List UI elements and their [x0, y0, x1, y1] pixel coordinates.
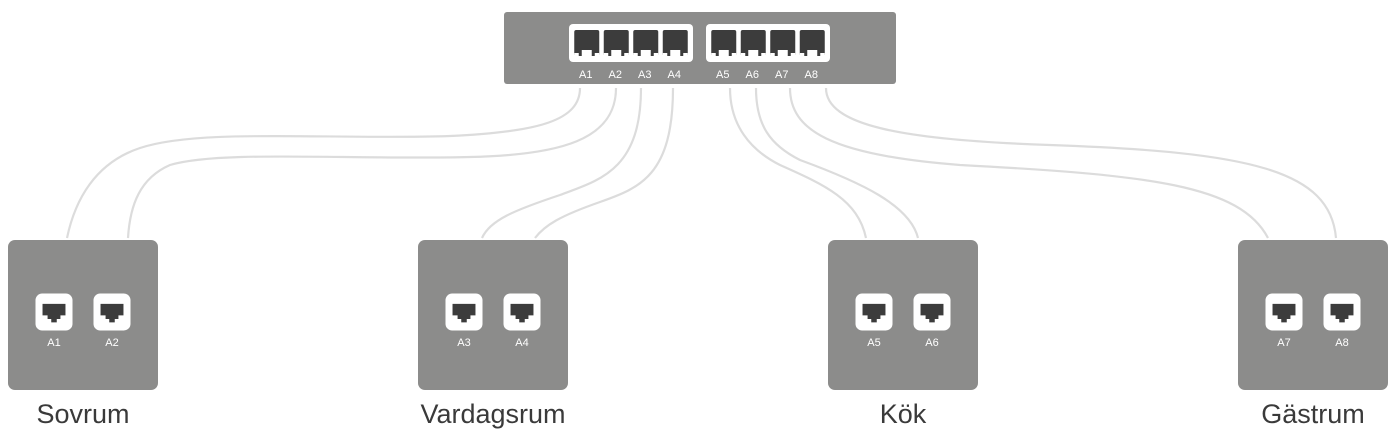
port-notch	[718, 50, 729, 56]
switch-port-a8	[799, 30, 825, 56]
switch-port-label: A6	[746, 69, 759, 81]
ethernet-port-icon	[770, 30, 796, 56]
switch-port-a3	[633, 30, 659, 56]
ethernet-port-icon	[445, 293, 483, 331]
port-notch	[624, 53, 629, 56]
port-notch	[662, 53, 668, 56]
switch-port-a2	[603, 30, 629, 56]
cable-a7	[788, 87, 1269, 239]
wall-outlet-plate	[1238, 240, 1388, 390]
port-notch	[770, 53, 775, 56]
port-group-frame	[569, 24, 693, 62]
port-notch	[711, 53, 716, 56]
ethernet-port-icon	[740, 30, 766, 56]
port-notch	[799, 53, 805, 56]
port-notch	[574, 53, 579, 56]
port-notch	[748, 50, 759, 56]
ethernet-port-icon	[1265, 293, 1303, 331]
switch-port-a1	[574, 30, 600, 56]
cable-a8	[824, 87, 1338, 239]
port-notch	[820, 53, 825, 56]
ethernet-port-icon	[503, 293, 541, 331]
port-notch	[581, 50, 592, 56]
ethernet-port-icon	[711, 30, 737, 56]
cables	[65, 87, 1338, 239]
switch-port-a7	[770, 30, 796, 56]
switch-port-label: A7	[775, 69, 788, 81]
outlet-port-label: A6	[925, 337, 938, 349]
room-label: Kök	[880, 399, 927, 429]
cable-a1	[65, 87, 582, 239]
switch-port-group	[706, 24, 830, 62]
port-notch	[611, 50, 622, 56]
switch-port-label: A3	[638, 69, 651, 81]
port-notch	[670, 50, 681, 56]
switch-port-label: A2	[609, 69, 622, 81]
switch-port-label: A1	[579, 69, 592, 81]
ethernet-port-icon	[662, 30, 688, 56]
cable-a6	[754, 87, 920, 239]
port-notch	[683, 53, 688, 56]
switch-port-groups: A1 A2 A3 A4 A5 A6 A7 A8	[569, 24, 830, 81]
ethernet-port-icon	[603, 30, 629, 56]
switch-port-a4	[662, 30, 688, 56]
port-notch	[603, 53, 609, 56]
outlet-port-label: A5	[867, 337, 880, 349]
port-notch	[740, 53, 746, 56]
switch-port-label: A8	[805, 69, 818, 81]
outlet-port-label: A8	[1335, 337, 1348, 349]
wall-outlet-plate	[828, 240, 978, 390]
port-notch	[594, 53, 600, 56]
port-notch	[790, 53, 796, 56]
switch-port-a6	[740, 30, 766, 56]
port-group-frame	[706, 24, 830, 62]
outlet-port-label: A3	[457, 337, 470, 349]
network-switch: A1 A2 A3 A4 A5 A6 A7 A8	[504, 12, 896, 84]
ethernet-port-icon	[1323, 293, 1361, 331]
ethernet-port-icon	[799, 30, 825, 56]
ethernet-port-icon	[913, 293, 951, 331]
ethernet-port-icon	[35, 293, 73, 331]
outlet-port-label: A7	[1277, 337, 1290, 349]
outlet-port-label: A1	[47, 337, 60, 349]
port-notch	[653, 53, 659, 56]
ethernet-port-icon	[855, 293, 893, 331]
room-label: Vardagsrum	[420, 399, 565, 429]
switch-port-a5	[711, 30, 737, 56]
cable-a2	[126, 87, 618, 239]
ethernet-port-icon	[93, 293, 131, 331]
room-label: Gästrum	[1261, 399, 1365, 429]
ethernet-port-icon	[633, 30, 659, 56]
switch-port-label: A4	[668, 69, 681, 81]
outlet-port-label: A4	[515, 337, 528, 349]
switch-body	[504, 12, 896, 84]
cable-a3	[480, 87, 643, 239]
port-notch	[640, 50, 651, 56]
room-label: Sovrum	[36, 399, 129, 429]
wall-outlet-plate	[418, 240, 568, 390]
ethernet-port-icon	[574, 30, 600, 56]
wall-outlet-plate	[8, 240, 158, 390]
cable-a4	[534, 87, 675, 239]
cable-a5	[728, 87, 868, 239]
port-notch	[761, 53, 766, 56]
port-notch	[731, 53, 737, 56]
port-notch	[807, 50, 818, 56]
switch-port-group	[569, 24, 693, 62]
port-notch	[633, 53, 638, 56]
switch-port-label: A5	[716, 69, 729, 81]
outlet-port-label: A2	[105, 337, 118, 349]
port-notch	[777, 50, 788, 56]
